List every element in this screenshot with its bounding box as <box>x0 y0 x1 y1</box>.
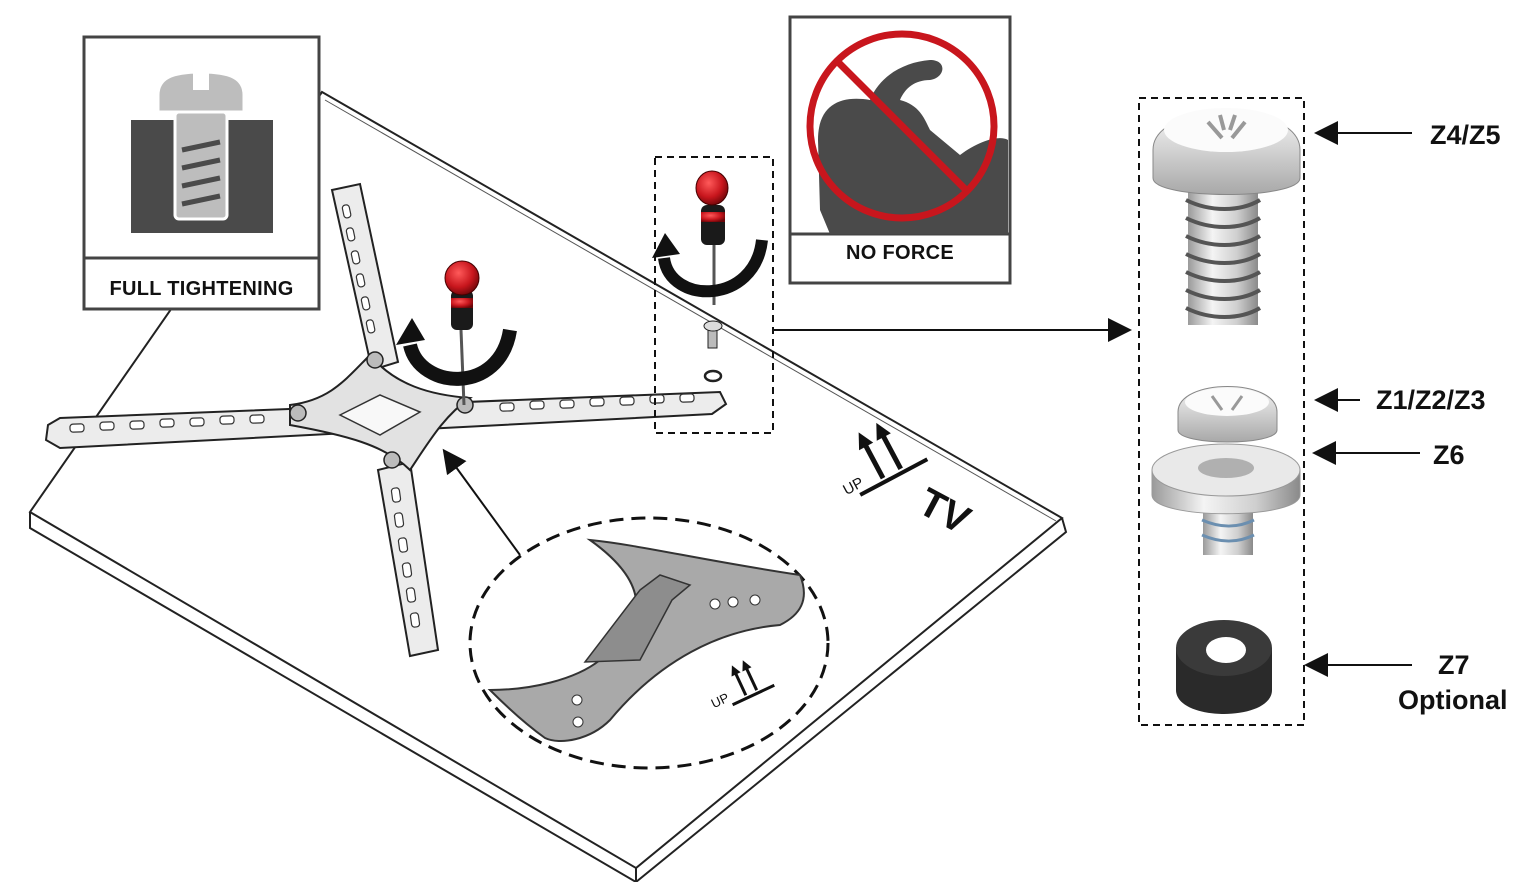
part-pointers <box>1304 121 1420 677</box>
no-force-caption: NO FORCE <box>846 242 954 264</box>
spacer-z7-icon <box>1176 620 1272 714</box>
zoom-detail <box>442 448 830 770</box>
part-label-z4-z5: Z4/Z5 <box>1430 120 1501 150</box>
part-label-z7: Z7 <box>1438 650 1470 680</box>
part-label-optional: Optional <box>1398 685 1508 715</box>
hardware-detail-box <box>652 156 774 434</box>
part-label-z1-z2-z3: Z1/Z2/Z3 <box>1376 385 1486 415</box>
tv-up-mark <box>858 422 929 497</box>
washer-z6-icon <box>1151 443 1301 515</box>
full-tightening-icon <box>82 35 321 311</box>
screwdriver-icon <box>444 260 480 406</box>
no-force-icon <box>788 15 1012 285</box>
full-tightening-caption: FULL TIGHTENING <box>109 278 294 300</box>
rotation-arrowhead-icon <box>396 318 425 345</box>
part-label-z6: Z6 <box>1433 440 1465 470</box>
screw-z4-z5-icon <box>1152 108 1301 325</box>
rotation-arrow-icon <box>403 328 517 386</box>
cross-bracket <box>44 182 728 658</box>
